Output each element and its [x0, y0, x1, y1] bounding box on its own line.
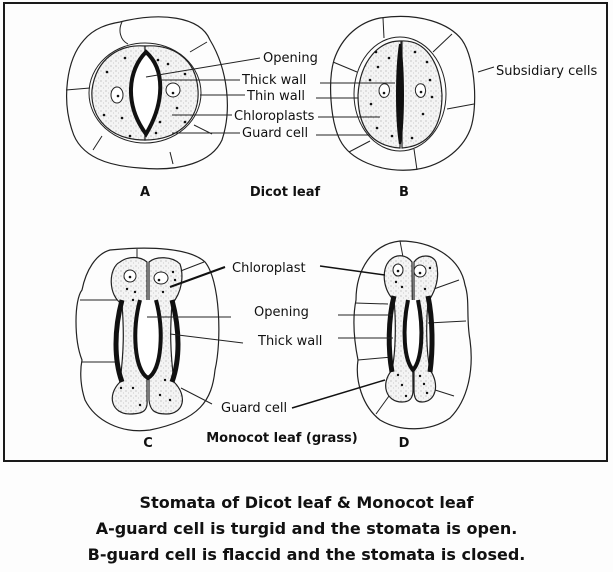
- label-opening: Opening: [263, 51, 318, 66]
- letter-d: D: [399, 436, 410, 451]
- letter-c: C: [143, 436, 153, 451]
- label-guard-cell: Guard cell: [242, 126, 308, 141]
- thick-wall-outer-right: [425, 295, 435, 373]
- caption-title: Stomata of Dicot leaf & Monocot leaf: [139, 493, 474, 512]
- subsidiary-cells-outline: [353, 240, 472, 430]
- stoma-c: Chloroplast Opening Thick wall Guard cel…: [75, 247, 322, 451]
- label-thin-wall: Thin wall: [246, 89, 305, 104]
- thick-wall-opening: [129, 49, 163, 138]
- subsidiary-cells-outline: [330, 15, 476, 171]
- thick-wall-outer-right: [169, 299, 181, 383]
- label-subsidiary-cells: Subsidiary cells: [496, 64, 597, 79]
- subsidiary-cells-outline: [66, 16, 228, 170]
- dicot-section-title: Dicot leaf: [250, 185, 321, 200]
- label-thick-wall: Thick wall: [257, 334, 322, 349]
- label-chloroplast: Chloroplast: [232, 261, 306, 276]
- thick-wall-opening: [133, 299, 163, 381]
- caption-line-1: A-guard cell is turgid and the stomata i…: [95, 519, 518, 538]
- caption-line-2: B-guard cell is flaccid and the stomata …: [87, 545, 526, 564]
- guard-cell-right: [148, 257, 183, 415]
- letter-b: B: [399, 185, 409, 200]
- diagram-frame: [3, 2, 608, 462]
- monocot-section-title: Monocot leaf (grass): [206, 431, 358, 446]
- thick-wall-outer-left: [113, 299, 125, 383]
- label-thick-wall: Thick wall: [241, 73, 306, 88]
- stoma-d: D: [291, 240, 472, 451]
- label-opening: Opening: [254, 305, 309, 320]
- guard-cell-right: [413, 255, 439, 403]
- thick-wall-closed: [402, 299, 424, 373]
- label-guard-cell: Guard cell: [221, 401, 287, 416]
- thick-wall-outer-left: [386, 295, 397, 373]
- thick-wall-closed: [396, 43, 404, 145]
- stomata-diagram: Opening Thick wall Thin wall Chloroplast…: [65, 15, 597, 451]
- stoma-a: Opening Thick wall Thin wall Chloroplast…: [65, 16, 318, 200]
- letter-a: A: [140, 185, 150, 200]
- label-chloroplasts: Chloroplasts: [234, 109, 315, 124]
- stoma-b: Subsidiary cells B: [316, 15, 597, 200]
- subsidiary-cells-outline: [75, 247, 220, 432]
